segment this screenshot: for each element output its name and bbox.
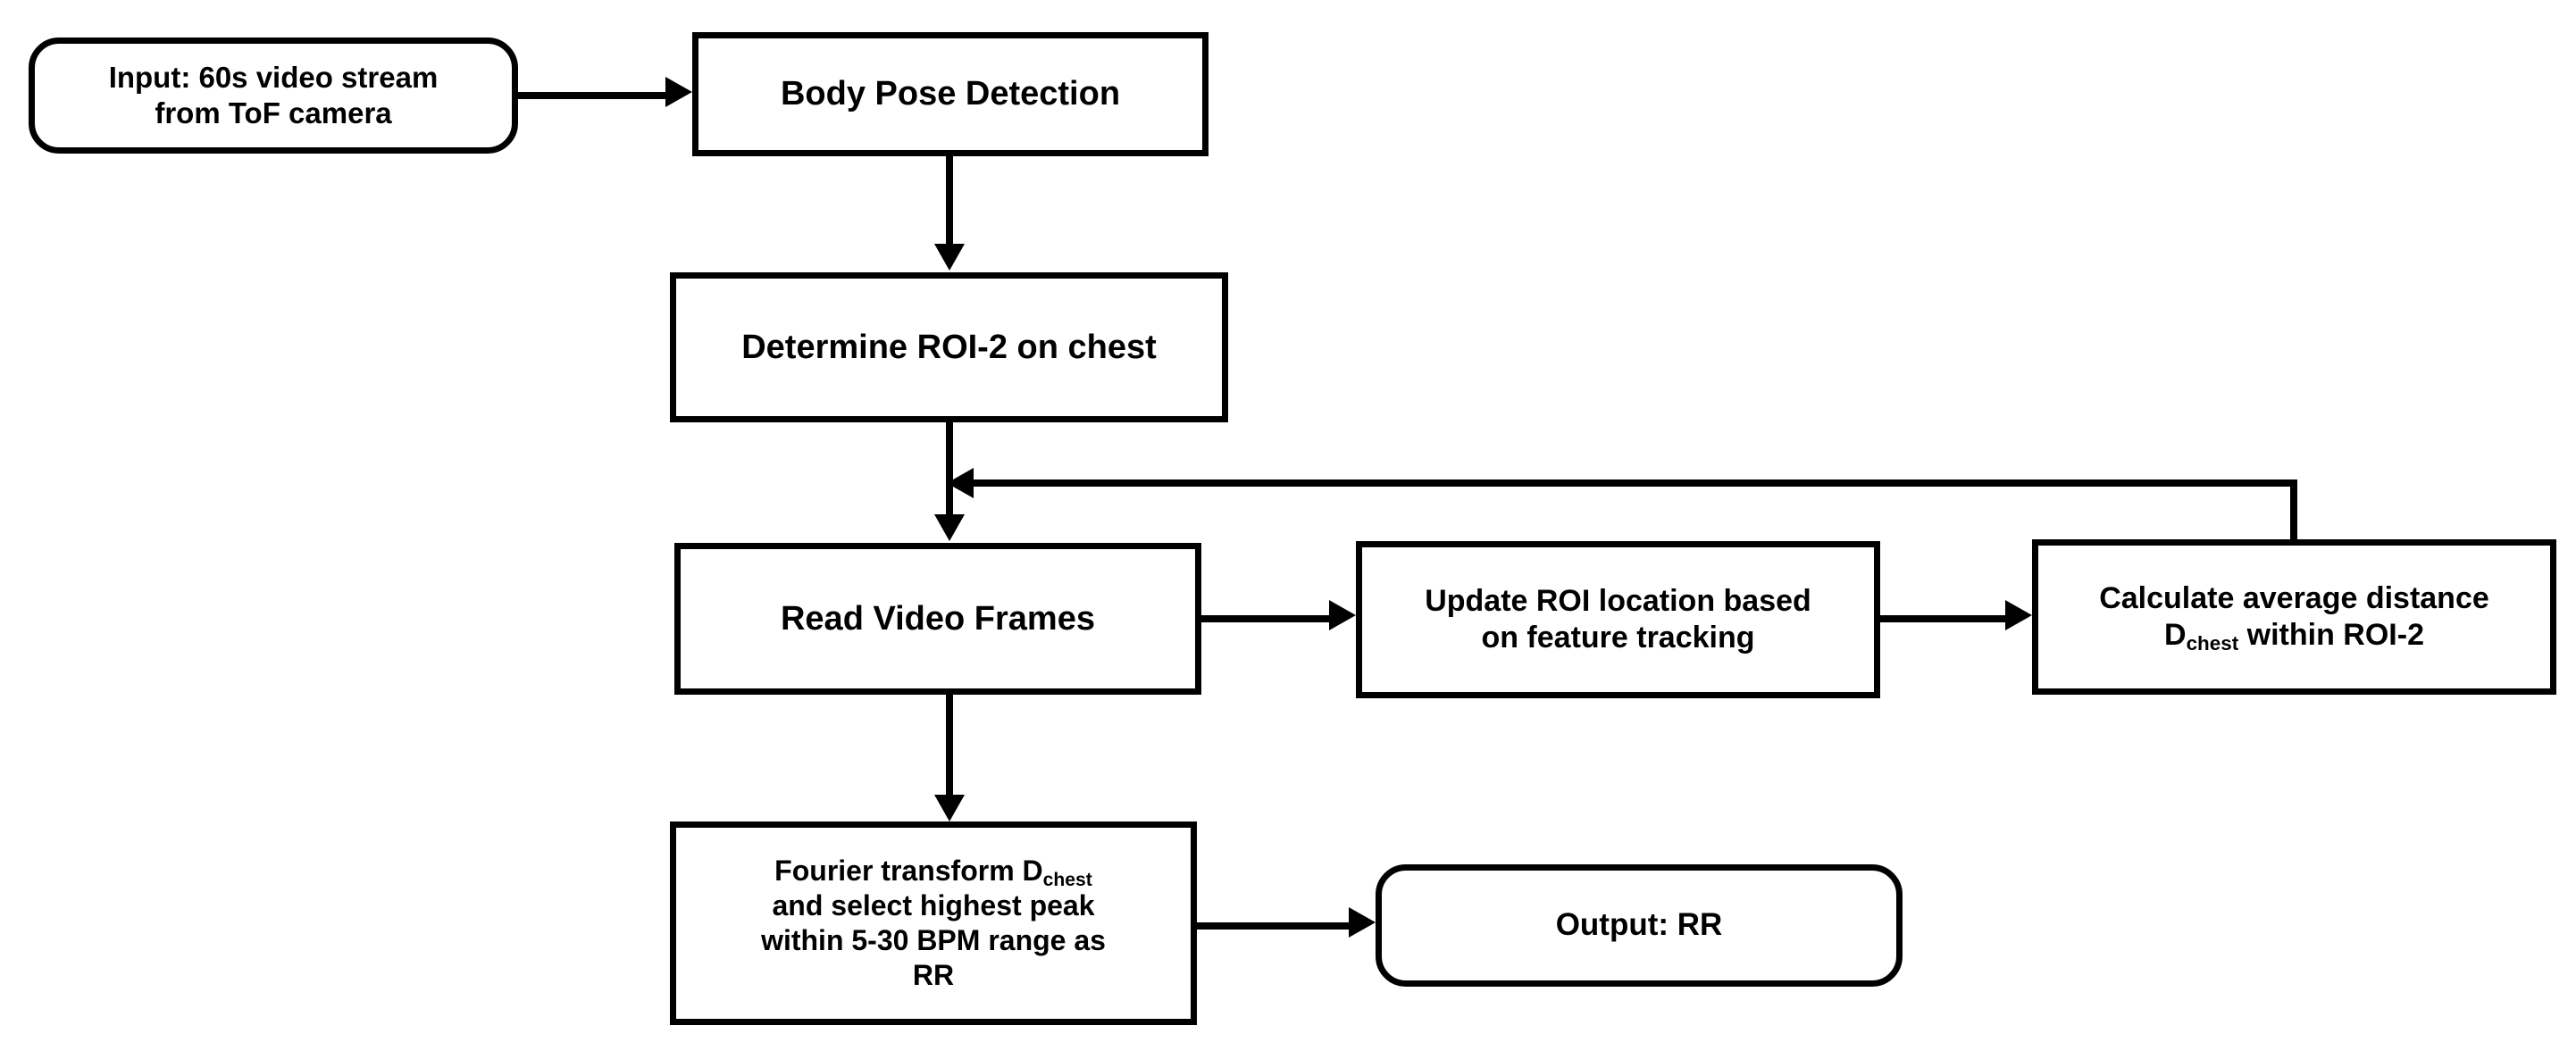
- edge-feedback-horizontal: [974, 479, 2297, 487]
- edge-read-to-fourier-arrowhead: [934, 795, 965, 821]
- edge-feedback-arrowhead: [947, 468, 974, 498]
- calc-text-before: Calculate average distance D: [2099, 580, 2489, 652]
- node-output-rr-label: Output: RR: [1555, 907, 1723, 943]
- node-calculate-average-distance-label: Calculate average distance Dchest within…: [2087, 580, 2502, 655]
- edge-pose-to-roi-line: [946, 156, 953, 246]
- node-fourier-transform-label: Fourier transform Dchest and select high…: [749, 854, 1118, 993]
- edge-read-to-fourier-line: [946, 695, 953, 797]
- node-read-video-frames[interactable]: Read Video Frames: [674, 543, 1201, 695]
- edge-update-to-calc-line: [1880, 615, 2010, 622]
- edge-read-to-update-line: [1201, 615, 1331, 622]
- calc-text-subscript: chest: [2186, 632, 2239, 655]
- edge-roi-to-read-arrowhead: [934, 514, 965, 541]
- node-determine-roi2-label: Determine ROI-2 on chest: [741, 328, 1157, 366]
- edge-pose-to-roi-arrowhead: [934, 244, 965, 271]
- fourier-text-subscript: chest: [1042, 869, 1092, 890]
- edge-fourier-to-output-line: [1197, 922, 1351, 930]
- node-fourier-transform[interactable]: Fourier transform Dchest and select high…: [670, 821, 1197, 1025]
- node-input-video-stream[interactable]: Input: 60s video stream from ToF camera: [29, 38, 518, 154]
- node-body-pose-detection-label: Body Pose Detection: [780, 75, 1121, 113]
- edge-input-to-pose-line: [518, 92, 670, 99]
- node-input-video-stream-label: Input: 60s video stream from ToF camera: [108, 60, 439, 129]
- edge-read-to-update-arrowhead: [1329, 600, 1356, 630]
- edge-update-to-calc-arrowhead: [2005, 600, 2032, 630]
- node-update-roi-location-label: Update ROI location based on feature tra…: [1425, 583, 1811, 655]
- node-body-pose-detection[interactable]: Body Pose Detection: [692, 32, 1209, 156]
- calc-text-after: within ROI-2: [2238, 618, 2424, 652]
- node-output-rr[interactable]: Output: RR: [1376, 864, 1903, 987]
- node-determine-roi2[interactable]: Determine ROI-2 on chest: [670, 272, 1228, 422]
- fourier-text-before: Fourier transform D: [774, 854, 1043, 887]
- edge-input-to-pose-arrowhead: [665, 77, 692, 107]
- node-read-video-frames-label: Read Video Frames: [780, 599, 1095, 638]
- edge-feedback-riser: [2290, 479, 2297, 544]
- edge-fourier-to-output-arrowhead: [1349, 907, 1376, 938]
- fourier-text-after: and select highest peak within 5-30 BPM …: [761, 888, 1106, 992]
- node-calculate-average-distance[interactable]: Calculate average distance Dchest within…: [2032, 539, 2556, 695]
- node-update-roi-location[interactable]: Update ROI location based on feature tra…: [1356, 541, 1880, 698]
